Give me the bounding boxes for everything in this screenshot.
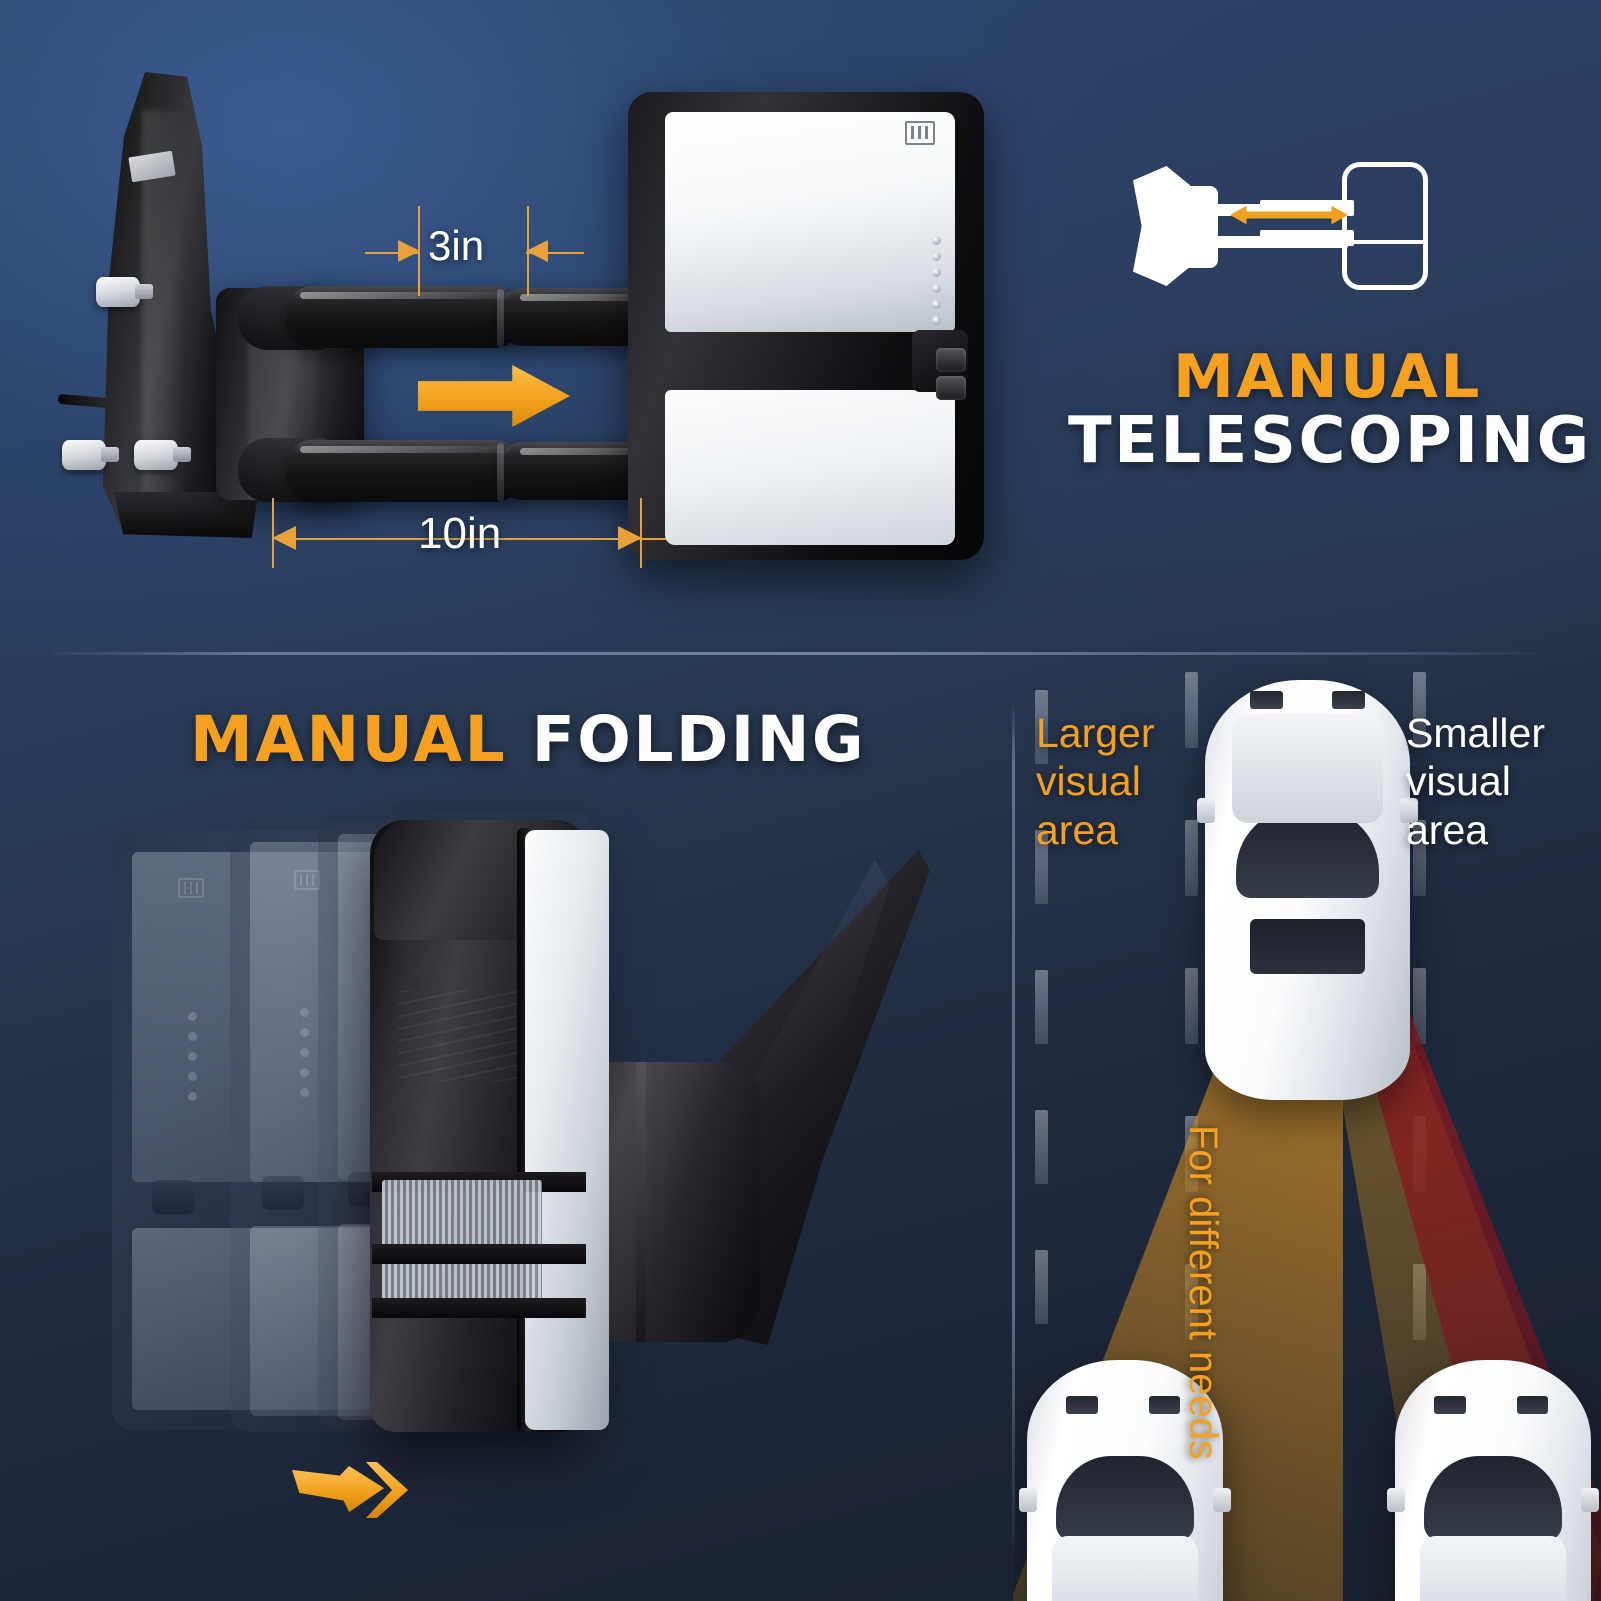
larger-visual-area-label: Larger visual area (1036, 710, 1155, 853)
roof (1052, 1536, 1198, 1601)
windshield (1235, 810, 1380, 899)
led-signal-dot (932, 268, 941, 277)
lane-marking (1185, 672, 1198, 748)
smaller-visual-area-label: Smaller visual area (1406, 710, 1545, 853)
folding-title-word2: FOLDING (531, 703, 867, 776)
wiring-harness-clip (57, 393, 111, 409)
fold-direction-arrow (292, 1448, 410, 1530)
signal-band (372, 1298, 586, 1318)
icon-pivot-block (1174, 186, 1218, 268)
led-turn-signal-strip (382, 1180, 542, 1300)
side-mirror-right (1581, 1488, 1599, 1512)
lane-marking (1185, 968, 1198, 1044)
windshield (1056, 1456, 1194, 1540)
headlight (1066, 1396, 1098, 1414)
lane-marking (1035, 690, 1048, 764)
mounting-bolt (96, 277, 153, 307)
headlight (1516, 1396, 1548, 1414)
arm-highlight (520, 294, 680, 301)
for-different-needs-label: For different needs (1181, 1125, 1225, 1461)
upper-mirror-glass (665, 112, 955, 332)
telescoping-arm-icon (1100, 160, 1430, 320)
led-signal-dot (932, 236, 941, 245)
lane-marking (1413, 968, 1426, 1044)
folded-mirror-arm (580, 1062, 760, 1342)
upper-inner-arm (286, 286, 521, 348)
side-mirror-left (1019, 1488, 1037, 1512)
lower-arm-seam (497, 443, 504, 501)
mounting-bolt (134, 440, 191, 470)
side-mirror-right (1213, 1488, 1231, 1512)
rear-window (1250, 919, 1365, 974)
folded-arm-seam (636, 1062, 646, 1342)
mirror-adjust-knob (936, 376, 966, 400)
lane-marking (1035, 830, 1048, 904)
following-vehicle-right (1387, 1360, 1599, 1601)
mirror-adjust-knob (936, 348, 966, 372)
side-mirror-left (1387, 1488, 1405, 1512)
fold-arrow-body (292, 1466, 384, 1513)
dimension-label-3in: 3in (428, 222, 485, 269)
following-vehicle-left (1019, 1360, 1231, 1601)
headlight (1434, 1396, 1466, 1414)
led-signal-dot (932, 300, 941, 309)
telescope-direction-arrow (418, 365, 570, 427)
telescoping-title-line2: TELESCOPING (1068, 404, 1592, 478)
icon-mirror-outline (1342, 162, 1428, 290)
windshield (1424, 1456, 1562, 1540)
lane-marking (1035, 1110, 1048, 1184)
folding-demo-photo (0, 660, 1010, 1601)
headlight (1332, 690, 1365, 710)
icon-mirror-divider (1342, 240, 1428, 244)
upper-arm-seam (497, 289, 504, 347)
mounting-bolt (62, 440, 119, 470)
heated-defrost-icon (905, 121, 935, 145)
arm-highlight (300, 446, 510, 453)
signal-band (372, 1244, 586, 1264)
folding-title-word1: MANUAL (190, 703, 508, 776)
arm-highlight (520, 448, 680, 455)
arm-highlight (300, 292, 510, 299)
side-mirror-right (1399, 797, 1419, 823)
led-signal-dot (932, 316, 941, 325)
folding-title: MANUAL FOLDING (190, 703, 866, 776)
vertical-divider (1012, 700, 1015, 1560)
lane-marking (1185, 820, 1198, 896)
roof (1231, 713, 1384, 823)
lane-marking (1035, 1250, 1048, 1324)
telescoping-title-line1: MANUAL (1172, 342, 1482, 412)
led-signal-dot (932, 284, 941, 293)
lane-marking (1413, 820, 1426, 896)
lane-marking (1035, 970, 1048, 1044)
lane-marking (1413, 672, 1426, 748)
tow-mirror-assembly-photo (0, 0, 1010, 650)
icon-arm-sleeve (1260, 230, 1354, 246)
led-signal-dot (932, 252, 941, 261)
lower-inner-arm (286, 440, 521, 502)
side-mirror-left (1196, 797, 1216, 823)
lead-vehicle (1196, 680, 1419, 1100)
roof (1420, 1536, 1566, 1601)
headlight (1250, 690, 1283, 710)
lower-convex-mirror-glass (665, 390, 955, 545)
dimension-label-10in: 10in (418, 509, 502, 558)
mirror-glass-edge (525, 830, 609, 1430)
headlight (1148, 1396, 1180, 1414)
visual-area-diagram (1013, 660, 1601, 1601)
horizontal-divider (52, 652, 1549, 655)
